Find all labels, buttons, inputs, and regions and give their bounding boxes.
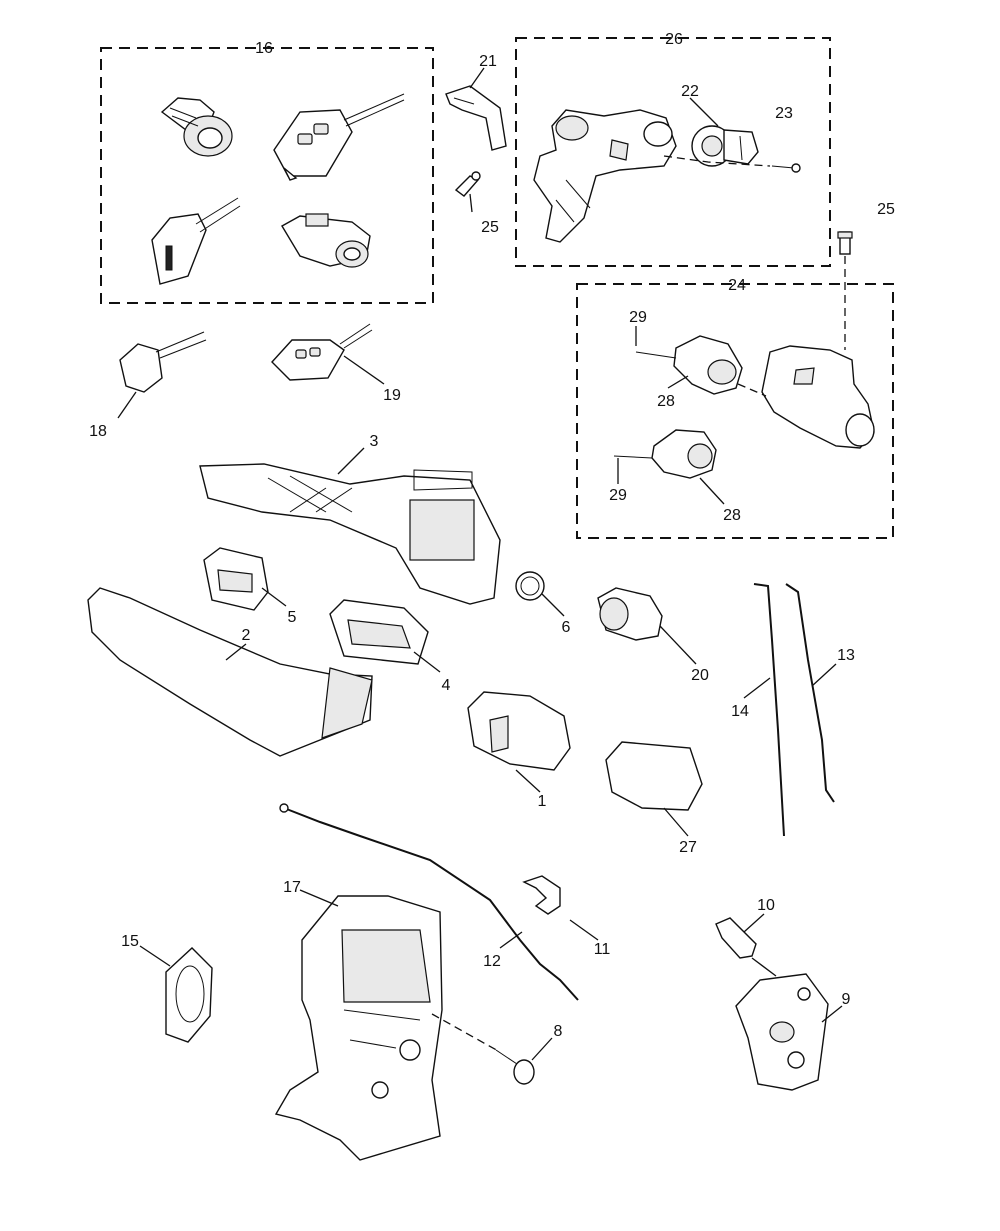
handle-carrier-part-3 <box>199 463 501 605</box>
cover-part-1 <box>467 691 571 771</box>
remote-key-part-19 <box>271 323 373 381</box>
cable-end <box>279 803 289 813</box>
callout-8: 8 <box>554 1023 563 1040</box>
rod-part-13 <box>785 583 835 803</box>
screw-part-23 <box>771 163 801 173</box>
callout-17: 17 <box>283 879 301 896</box>
callout-4: 4 <box>442 677 451 694</box>
ignition-switch-part-22 <box>691 125 759 167</box>
callout-10: 10 <box>757 897 775 914</box>
cable-part-12 <box>283 807 579 1001</box>
grommet-part-6 <box>515 571 545 601</box>
callout-29-lower: 29 <box>609 487 627 504</box>
key-part-18 <box>119 331 207 393</box>
callout-20: 20 <box>691 667 709 684</box>
callout-27: 27 <box>679 839 697 856</box>
striker-plate-part-9 <box>735 973 829 1091</box>
callout-12: 12 <box>483 953 501 970</box>
rod-part-14 <box>753 583 785 837</box>
steering-lock-housing-part <box>533 109 677 243</box>
clip-part-21 <box>445 85 507 151</box>
callout-21: 21 <box>479 53 497 70</box>
callout-28-lower: 28 <box>723 507 741 524</box>
callout-26: 26 <box>665 31 683 48</box>
gasket-part-4 <box>329 599 429 665</box>
callout-14: 14 <box>731 703 749 720</box>
callout-1: 1 <box>538 793 547 810</box>
ring-part-15 <box>165 947 213 1043</box>
bolt-part-10 <box>715 917 757 959</box>
screw-29-lower <box>613 455 653 459</box>
callout-24: 24 <box>728 277 746 294</box>
pin-part-25-lower <box>837 231 853 255</box>
clip-part-11 <box>522 875 561 915</box>
callout-3: 3 <box>370 433 379 450</box>
key-barrel-part <box>160 97 233 157</box>
assembly-line-8 <box>431 1013 501 1053</box>
callout-28-upper: 28 <box>657 393 675 410</box>
callout-13: 13 <box>837 647 855 664</box>
cap-part-27 <box>605 741 703 811</box>
callout-2: 2 <box>242 627 251 644</box>
screw-29-upper <box>635 351 677 359</box>
gasket-part-5 <box>203 547 269 611</box>
bolt-part-8 <box>495 1049 535 1085</box>
callout-5: 5 <box>288 609 297 626</box>
lock-cylinder-part-20 <box>597 587 663 641</box>
leader-lines <box>117 67 843 1061</box>
lock-body-part <box>281 213 371 268</box>
handle-part-2 <box>87 587 373 757</box>
latch-part-17 <box>274 895 443 1161</box>
callout-19: 19 <box>383 387 401 404</box>
callout-16: 16 <box>255 40 273 57</box>
callout-23: 23 <box>775 105 793 122</box>
callout-9: 9 <box>842 991 851 1008</box>
callout-25-upper: 25 <box>481 219 499 236</box>
flip-key-part <box>273 93 405 181</box>
assembly-line-10 <box>751 957 777 977</box>
callout-11: 11 <box>594 941 611 958</box>
callout-29-upper: 29 <box>629 309 647 326</box>
group-box-16 <box>100 47 434 304</box>
callout-25-lower: 25 <box>877 201 895 218</box>
lock-housing-part-24 <box>761 345 875 449</box>
callout-18: 18 <box>89 423 107 440</box>
callout-15: 15 <box>121 933 139 950</box>
group-box-24 <box>576 283 894 539</box>
pin-part-25-upper <box>454 171 481 197</box>
callout-22: 22 <box>681 83 699 100</box>
lock-barrel-part-28-upper <box>673 335 743 395</box>
assembly-line-26 <box>663 155 771 167</box>
assembly-line-24 <box>737 383 767 397</box>
key-part <box>151 197 241 285</box>
callout-6: 6 <box>562 619 571 636</box>
lock-barrel-part-28-lower <box>651 429 717 479</box>
